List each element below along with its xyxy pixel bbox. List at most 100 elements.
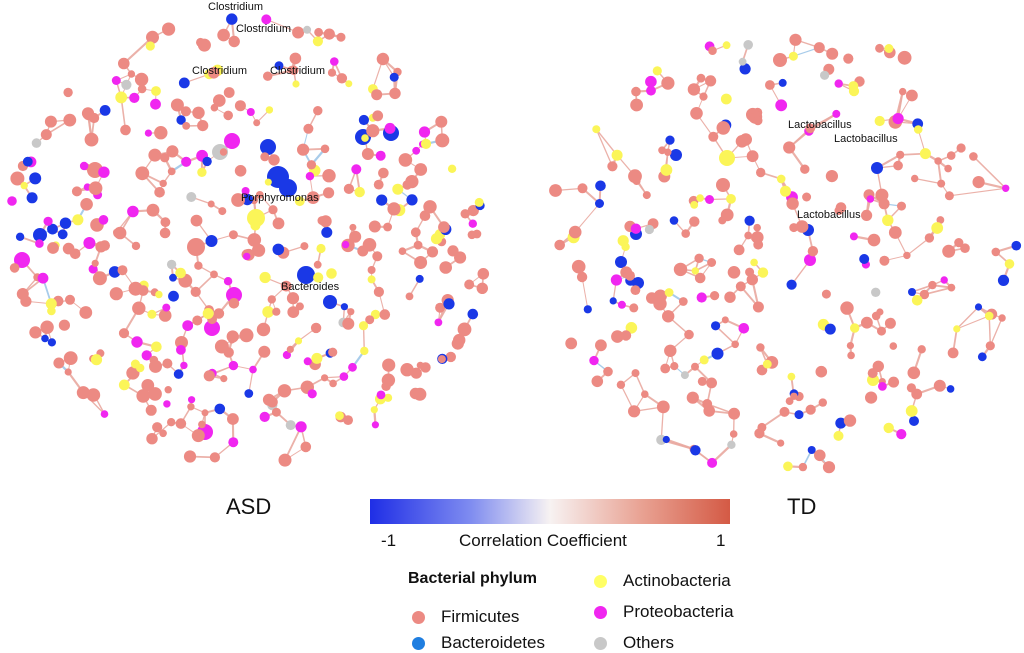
network-node (372, 421, 379, 428)
network-node (707, 458, 717, 468)
network-node (273, 244, 285, 256)
network-node (875, 116, 885, 126)
network-node (712, 348, 724, 360)
network-node (414, 256, 427, 269)
network-node (826, 170, 838, 182)
network-node (132, 242, 140, 250)
colorbar-title: Correlation Coefficient (459, 531, 627, 551)
network-node (896, 429, 906, 439)
network-node (322, 169, 335, 182)
network-node (743, 40, 753, 50)
network-node (135, 73, 148, 86)
td-network (549, 34, 1021, 474)
network-node (228, 437, 238, 447)
network-node (392, 184, 403, 195)
network-node (711, 321, 720, 330)
network-node (46, 298, 57, 309)
legend-title: Bacterial phylum (408, 570, 537, 588)
network-node (734, 245, 745, 256)
network-node (89, 113, 99, 123)
network-node (304, 357, 312, 365)
network-edge (957, 307, 979, 329)
network-node (850, 232, 858, 240)
network-node (110, 287, 123, 300)
network-node (681, 229, 690, 238)
network-node (756, 168, 765, 177)
network-node (871, 162, 883, 174)
network-node (889, 226, 902, 239)
network-node (272, 408, 281, 417)
network-node (628, 405, 640, 417)
network-node (268, 205, 277, 214)
network-node (617, 381, 625, 389)
network-node (148, 149, 161, 162)
network-node (194, 262, 202, 270)
network-node (138, 85, 147, 94)
network-node (16, 233, 24, 241)
network-node (119, 380, 130, 391)
asd-genus-label: Clostridium (236, 23, 291, 35)
network-node (147, 310, 156, 319)
network-node (630, 99, 643, 112)
network-node (217, 29, 230, 42)
network-node (41, 129, 52, 140)
network-node (374, 180, 384, 190)
network-node (147, 204, 160, 217)
network-node (783, 141, 795, 153)
network-node (897, 202, 906, 211)
network-node (323, 187, 334, 198)
asd-panel-title: ASD (226, 494, 271, 520)
network-node (58, 229, 68, 239)
network-node (728, 266, 741, 279)
network-node (344, 184, 354, 194)
network-node (414, 241, 423, 250)
network-node (376, 151, 386, 161)
network-node (192, 316, 202, 326)
network-node (629, 303, 638, 312)
network-node (758, 267, 768, 277)
network-node (859, 254, 869, 264)
network-node (744, 232, 752, 240)
network-node (83, 237, 95, 249)
network-node (973, 176, 985, 188)
network-node (150, 99, 161, 110)
network-node (60, 218, 71, 229)
network-node (893, 113, 904, 124)
network-node (163, 400, 170, 407)
network-node (823, 461, 835, 473)
network-node (879, 256, 889, 266)
colorbar-max-label: 1 (716, 531, 725, 551)
network-node (610, 297, 617, 304)
network-node (632, 369, 640, 377)
network-node (98, 167, 109, 178)
network-node (47, 242, 59, 254)
network-node (45, 116, 57, 128)
network-node (348, 363, 357, 372)
network-node (132, 302, 145, 315)
network-node (584, 305, 592, 313)
network-node (136, 389, 150, 403)
network-node (335, 411, 344, 420)
network-node (341, 303, 348, 310)
network-node (592, 125, 600, 133)
network-node (32, 138, 42, 148)
asd-genus-label: Clostridium (270, 65, 325, 77)
network-node (290, 53, 302, 65)
network-node (349, 224, 356, 231)
network-node (249, 366, 257, 374)
others-dot-icon (594, 637, 607, 650)
network-node (192, 107, 204, 119)
network-node (303, 124, 313, 134)
network-node (191, 215, 203, 227)
network-node (435, 116, 447, 128)
network-node (908, 288, 916, 296)
network-node (115, 92, 127, 104)
network-node (611, 274, 622, 285)
network-node (443, 298, 454, 309)
network-node (918, 345, 926, 353)
network-node (727, 441, 735, 449)
network-node (705, 75, 716, 86)
network-node (112, 76, 121, 85)
network-node (612, 150, 623, 161)
network-node (702, 399, 712, 409)
